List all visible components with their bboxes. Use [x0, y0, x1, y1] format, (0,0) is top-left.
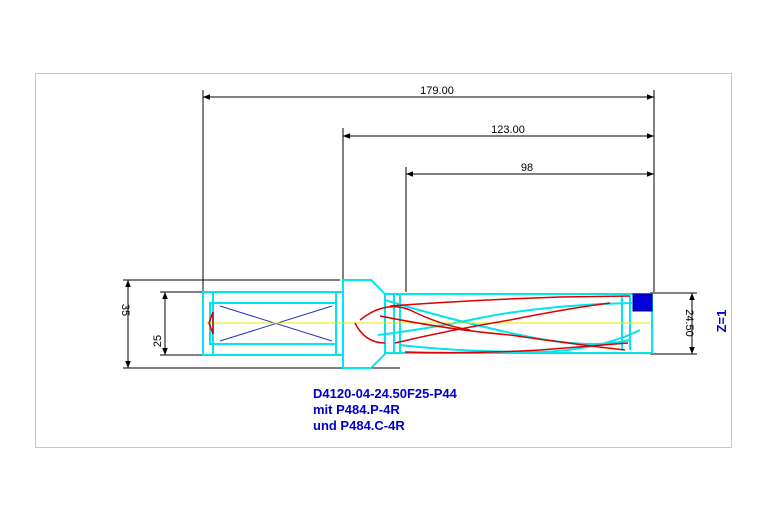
- description-line-2: mit P484.P-4R: [313, 402, 400, 417]
- shank-text: 25: [152, 335, 164, 347]
- description-line-3: und P484.C-4R: [313, 418, 405, 433]
- flute-curves: [208, 295, 631, 354]
- description-line-1: D4120-04-24.50F25-P44: [313, 386, 457, 401]
- cutting-insert: [632, 293, 653, 312]
- body-length-text: 123.00: [491, 124, 525, 136]
- teeth-count-label: Z=1: [714, 309, 729, 333]
- extension-lines: [123, 90, 697, 369]
- tool-outline: [202, 279, 653, 369]
- drill-diameter-text: 24.50: [683, 309, 695, 337]
- shank-outer-text: 35: [119, 304, 131, 316]
- overall-length-text: 179.00: [420, 85, 454, 97]
- dimension-lines: [125, 94, 695, 368]
- drawing-frame: [35, 73, 732, 448]
- description-block: D4120-04-24.50F25-P44 mit P484.P-4R und …: [313, 386, 457, 434]
- flute-length-text: 98: [521, 162, 533, 174]
